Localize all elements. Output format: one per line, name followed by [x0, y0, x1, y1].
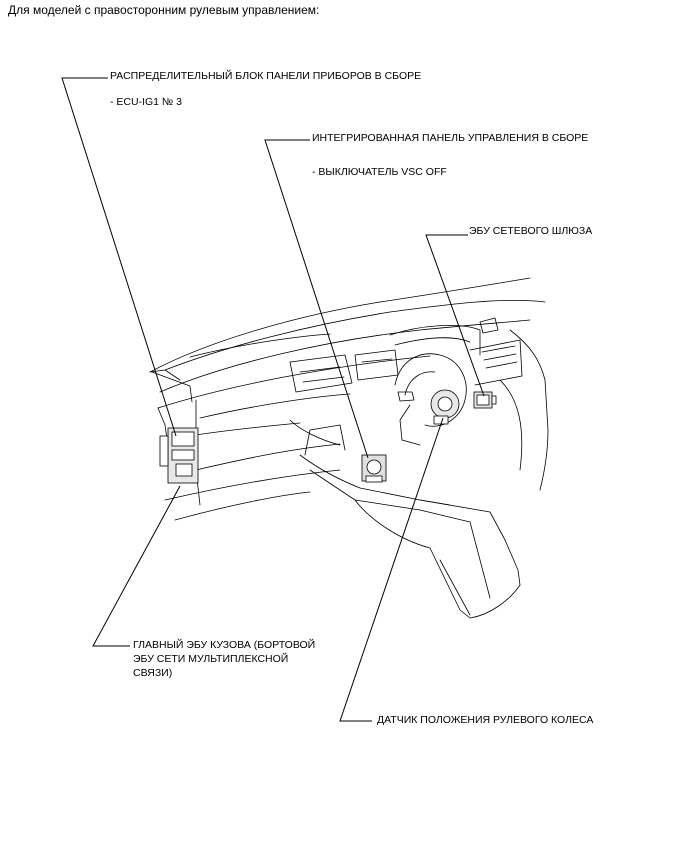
leader-lines	[61, 77, 485, 722]
junction-block-component	[159, 427, 199, 484]
control-panel-label: ИНТЕГРИРОВАННАЯ ПАНЕЛЬ УПРАВЛЕНИЯ В СБОР…	[312, 132, 589, 144]
control-panel-sublabel: - ВЫКЛЮЧАТЕЛЬ VSC OFF	[312, 166, 447, 178]
junction-block-label: РАСПРЕДЕЛИТЕЛЬНЫЙ БЛОК ПАНЕЛИ ПРИБОРОВ В…	[110, 70, 422, 82]
steering-sensor-label: ДАТЧИК ПОЛОЖЕНИЯ РУЛЕВОГО КОЛЕСА	[377, 714, 594, 726]
junction-block-sublabel: - ECU-IG1 № 3	[110, 96, 182, 108]
gateway-ecu-label: ЭБУ СЕТЕВОГО ШЛЮЗА	[469, 225, 593, 237]
control-panel-component	[361, 454, 387, 483]
leader-gateway-ecu	[425, 234, 485, 397]
body-ecu-label-line2: ЭБУ СЕТИ МУЛЬТИПЛЕКСНОЙ	[133, 653, 289, 665]
gateway-ecu-component	[473, 391, 497, 409]
leader-control-panel	[264, 139, 369, 459]
leader-junction-block	[61, 77, 177, 437]
page-heading: Для моделей с правосторонним рулевым упр…	[8, 3, 320, 17]
body-ecu-label-line1: ГЛАВНЫЙ ЭБУ КУЗОВА (БОРТОВОЙ	[133, 639, 316, 651]
dashboard-outline	[149, 277, 549, 619]
components	[159, 389, 497, 484]
leader-body-ecu	[92, 485, 181, 647]
steering-sensor-component	[430, 389, 460, 425]
leader-steering-sensor	[339, 417, 444, 722]
body-ecu-label-line3: СВЯЗИ)	[133, 667, 173, 679]
